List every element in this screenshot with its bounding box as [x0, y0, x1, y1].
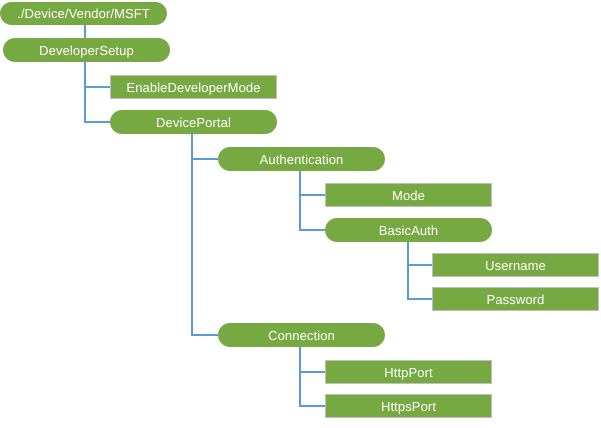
connector-deviceportal-to-connection — [191, 134, 218, 336]
tree-node-label-authentication: Authentication — [259, 151, 344, 167]
connector-deviceportal-to-authentication — [191, 134, 218, 160]
tree-node-label-mode: Mode — [392, 187, 425, 203]
connector-basicauth-to-username — [407, 242, 432, 266]
tree-node-label-developersetup: DeveloperSetup — [39, 42, 134, 58]
tree-node-enabledevelopermode[interactable]: EnableDeveloperMode — [110, 75, 277, 99]
tree-node-label-username: Username — [485, 257, 546, 273]
connector-connection-to-httpsport — [299, 347, 325, 407]
tree-node-developersetup[interactable]: DeveloperSetup — [3, 38, 170, 62]
tree-node-label-root: ./Device/Vendor/MSFT — [17, 6, 150, 21]
connector-authentication-to-mode — [299, 171, 325, 196]
tree-node-authentication[interactable]: Authentication — [218, 147, 385, 171]
tree-node-label-password: Password — [486, 291, 545, 307]
tree-node-connection[interactable]: Connection — [218, 323, 385, 347]
tree-node-label-httpsport: HttpsPort — [380, 398, 437, 414]
tree-node-label-connection: Connection — [268, 327, 335, 343]
connector-connection-to-httpport — [299, 347, 325, 373]
tree-node-username[interactable]: Username — [432, 253, 599, 277]
connector-developersetup-to-enabledevelopermode — [84, 62, 110, 88]
connector-authentication-to-basicauth — [299, 171, 325, 231]
connector-developersetup-to-deviceportal — [84, 62, 110, 123]
tree-node-httpsport[interactable]: HttpsPort — [325, 394, 492, 418]
tree-node-deviceportal[interactable]: DevicePortal — [110, 110, 277, 134]
tree-node-label-httpport: HttpPort — [384, 364, 433, 380]
tree-node-password[interactable]: Password — [432, 287, 599, 311]
connector-basicauth-to-password — [407, 242, 432, 300]
tree-node-httpport[interactable]: HttpPort — [325, 360, 492, 384]
tree-node-label-enabledevelopermode: EnableDeveloperMode — [126, 79, 261, 95]
tree-node-label-basicauth: BasicAuth — [378, 222, 439, 238]
tree-node-root[interactable]: ./Device/Vendor/MSFT — [0, 2, 167, 25]
tree-node-label-deviceportal: DevicePortal — [156, 114, 231, 130]
tree-node-basicauth[interactable]: BasicAuth — [325, 218, 492, 242]
tree-node-mode[interactable]: Mode — [325, 183, 492, 207]
